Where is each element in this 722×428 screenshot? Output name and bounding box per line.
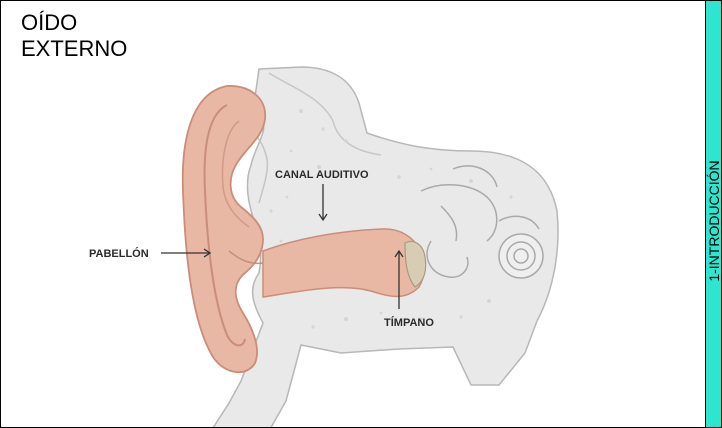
- label-eardrum: TÍMPANO: [384, 316, 434, 329]
- section-side-tab: 1-INTRODUCCIÓN: [705, 1, 722, 427]
- ear-diagram: PABELLÓN CANAL AUDITIVO TÍMPANO: [1, 1, 705, 427]
- label-canal: CANAL AUDITIVO: [275, 169, 369, 181]
- label-pinna: PABELLÓN: [89, 247, 149, 260]
- pinna: [183, 86, 265, 372]
- section-side-label: 1-INTRODUCCIÓN: [706, 160, 722, 281]
